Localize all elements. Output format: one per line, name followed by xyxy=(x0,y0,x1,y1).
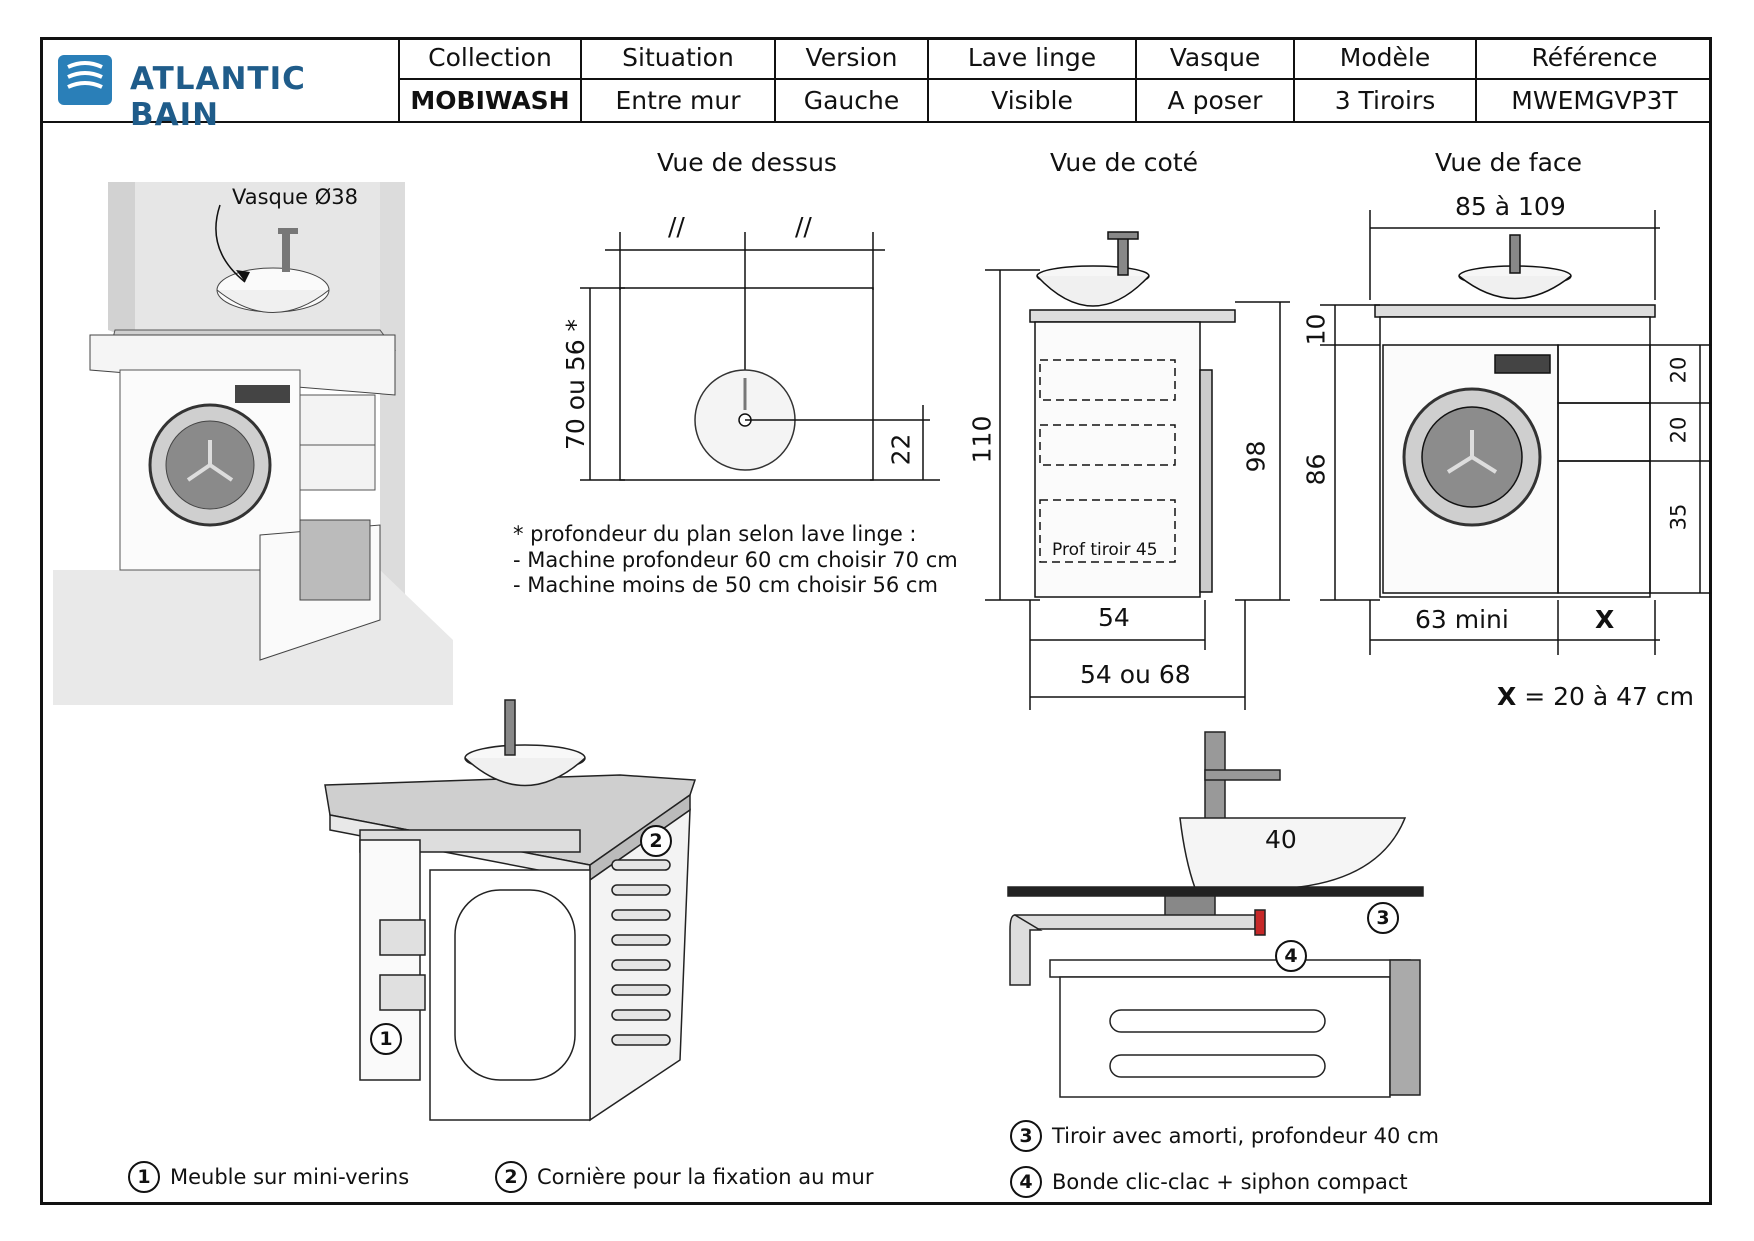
header-value: Gauche xyxy=(774,78,929,123)
header-label: Lave linge xyxy=(927,37,1137,80)
side-height-98: 98 xyxy=(1241,440,1271,473)
x-note-rest: = 20 à 47 cm xyxy=(1516,682,1695,711)
front-height-86: 86 xyxy=(1301,453,1331,486)
callout-marker: 1 xyxy=(370,1023,402,1055)
legend-item: 3 Tiroir avec amorti, profondeur 40 cm xyxy=(1010,1120,1439,1152)
cabinet-exploded-view xyxy=(324,699,697,1122)
legend-item: 4 Bonde clic-clac + siphon compact xyxy=(1010,1166,1408,1198)
callout-marker: 3 xyxy=(1367,902,1399,934)
header-label: Vasque xyxy=(1135,37,1295,80)
legend-text: Meuble sur mini-verins xyxy=(170,1165,410,1189)
plumbing-detail-view xyxy=(1007,731,1424,1098)
legend-text: Bonde clic-clac + siphon compact xyxy=(1052,1170,1408,1194)
header-value: Entre mur xyxy=(580,78,776,123)
front-machine-width: 63 mini xyxy=(1415,605,1509,634)
front-view-drawing xyxy=(1320,210,1712,655)
side-view-title: Vue de coté xyxy=(1050,148,1198,177)
vasque-label: Vasque Ø38 xyxy=(232,185,359,209)
perspective-render xyxy=(53,180,453,705)
side-total-height: 110 xyxy=(967,415,997,464)
x-range-note: X = 20 à 47 cm xyxy=(1497,682,1694,711)
front-x-label: X xyxy=(1595,605,1615,634)
legend-item: 1 Meuble sur mini-verins xyxy=(128,1161,409,1193)
x-note-bold: X xyxy=(1497,682,1517,711)
drawer-depth-label: Prof tiroir 45 xyxy=(1052,540,1158,560)
header-values-row: MOBIWASH Entre mur Gauche Visible A pose… xyxy=(400,78,1712,123)
side-depth-54: 54 xyxy=(1098,603,1130,632)
callout-marker: 4 xyxy=(1275,940,1307,972)
front-width-range: 85 à 109 xyxy=(1455,192,1566,221)
side-depth-options: 54 ou 68 xyxy=(1080,660,1191,689)
legend-item: 2 Cornière pour la fixation au mur xyxy=(495,1161,873,1193)
brand-name: ATLANTIC BAIN xyxy=(130,61,306,133)
top-view-title: Vue de dessus xyxy=(657,148,837,177)
top-view-drawing xyxy=(580,232,940,481)
legend-number: 1 xyxy=(128,1161,160,1193)
legend-text: Tiroir avec amorti, profondeur 40 cm xyxy=(1052,1124,1440,1148)
legend-number: 2 xyxy=(495,1161,527,1193)
legend-number: 4 xyxy=(1010,1166,1042,1198)
header-labels-row: Collection Situation Version Lave linge … xyxy=(400,37,1712,80)
front-view-title: Vue de face xyxy=(1435,148,1583,177)
top-depth-label: 70 ou 56 * xyxy=(561,318,591,451)
header-value: MWEMGVP3T xyxy=(1475,78,1712,123)
header-value: 3 Tiroirs xyxy=(1293,78,1477,123)
header-value: Visible xyxy=(927,78,1137,123)
header-label: Référence xyxy=(1475,37,1712,80)
basin-height-label: 40 xyxy=(1265,825,1297,854)
note-line-2: - Machine profondeur 60 cm choisir 70 cm xyxy=(513,548,958,572)
header-label: Version xyxy=(774,37,929,80)
note-line-3: - Machine moins de 50 cm choisir 56 cm xyxy=(513,573,938,597)
front-top-thickness: 10 xyxy=(1301,313,1331,346)
header-label: Modèle xyxy=(1293,37,1477,80)
break-mark-right: // xyxy=(795,212,812,241)
header-label: Collection xyxy=(400,37,582,80)
drawer-height-1: 20 xyxy=(1666,356,1691,384)
break-mark-left: // xyxy=(668,212,685,241)
drawer-height-3: 35 xyxy=(1666,503,1691,531)
note-line-1: * profondeur du plan selon lave linge : xyxy=(513,522,917,546)
drawer-height-2: 20 xyxy=(1666,416,1691,444)
logo-icon xyxy=(58,55,112,105)
brand-logo: ATLANTIC BAIN xyxy=(40,37,400,133)
side-view-drawing xyxy=(985,231,1290,710)
header-label: Situation xyxy=(580,37,776,80)
callout-marker: 2 xyxy=(640,825,672,857)
header-value: A poser xyxy=(1135,78,1295,123)
top-offset-label: 22 xyxy=(886,433,916,466)
header-value: MOBIWASH xyxy=(400,78,582,123)
legend-text: Cornière pour la fixation au mur xyxy=(537,1165,874,1189)
spec-header-table: Collection Situation Version Lave linge … xyxy=(400,37,1712,123)
legend-number: 3 xyxy=(1010,1120,1042,1152)
